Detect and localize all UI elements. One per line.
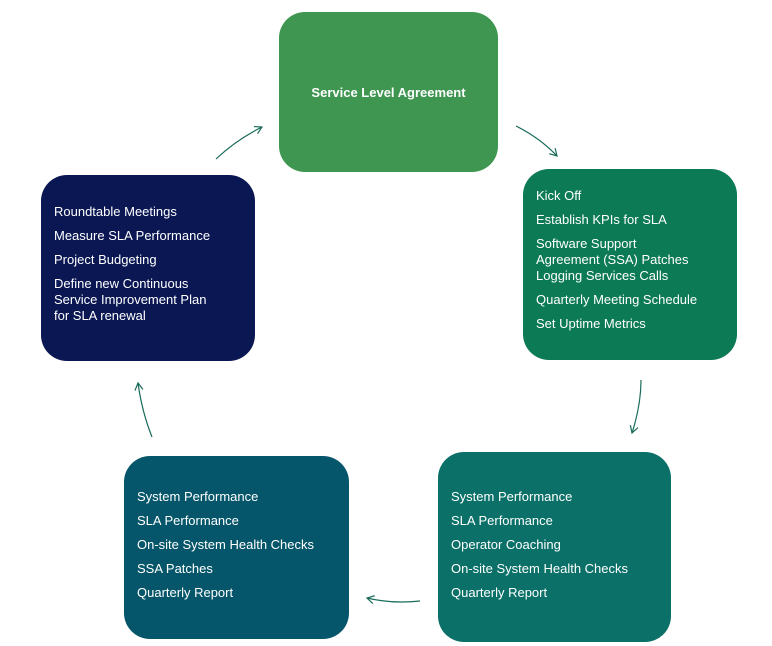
node-item-list: System Performance SLA Performance On-si… — [137, 489, 339, 601]
node-item-list: Roundtable Meetings Measure SLA Performa… — [54, 204, 245, 324]
list-item: Quarterly Meeting Schedule — [536, 292, 698, 307]
arrow-bottom-right-to-bottom-left — [365, 595, 421, 604]
list-item: SSA Patches — [137, 561, 213, 576]
node-review-phase-a: System Performance SLA Performance Opera… — [438, 452, 671, 642]
arrow-top-to-right — [515, 125, 558, 157]
list-item: Define new Continuous Service Improvemen… — [54, 276, 207, 323]
list-item: Establish KPIs for SLA — [536, 212, 667, 227]
arrow-left-to-top — [215, 125, 264, 160]
node-item-list: Kick Off Establish KPIs for SLA Software… — [536, 188, 727, 332]
list-item: SLA Performance — [137, 513, 239, 528]
list-item: Quarterly Report — [137, 585, 234, 600]
list-item: Roundtable Meetings — [54, 204, 177, 219]
node-service-level-agreement: Service Level Agreement — [279, 12, 498, 172]
list-item: System Performance — [137, 489, 259, 504]
list-item: Measure SLA Performance — [54, 228, 211, 243]
arrow-right-to-bottom-right — [629, 379, 642, 435]
list-item: Project Budgeting — [54, 252, 157, 267]
list-item: On-site System Health Checks — [137, 537, 315, 552]
list-item: System Performance — [451, 489, 573, 504]
node-title: Service Level Agreement — [311, 84, 466, 100]
list-item: On-site System Health Checks — [451, 561, 629, 576]
node-review-phase-b: System Performance SLA Performance On-si… — [124, 456, 349, 639]
list-item: Quarterly Report — [451, 585, 548, 600]
list-item: Set Uptime Metrics — [536, 316, 646, 331]
list-item: Kick Off — [536, 188, 582, 203]
list-item: SLA Performance — [451, 513, 553, 528]
node-item-list: System Performance SLA Performance Opera… — [451, 489, 661, 601]
arrow-bottom-left-to-left — [134, 381, 153, 438]
node-improvement-phase: Roundtable Meetings Measure SLA Performa… — [41, 175, 255, 361]
list-item: Operator Coaching — [451, 537, 561, 552]
node-kickoff-phase: Kick Off Establish KPIs for SLA Software… — [523, 169, 737, 360]
list-item: Software Support Agreement (SSA) Patches… — [536, 236, 689, 283]
